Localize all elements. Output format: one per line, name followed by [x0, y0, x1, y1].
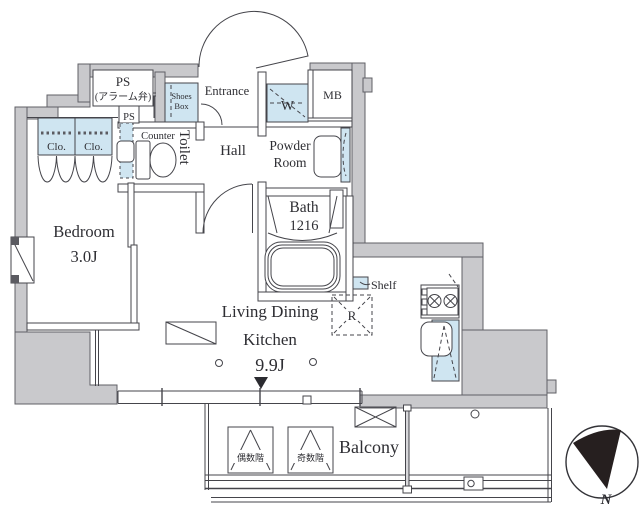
windows — [10, 236, 363, 406]
bath-label: Bath — [289, 199, 319, 216]
bath-counter-icon — [329, 189, 344, 229]
structural-walls — [14, 62, 557, 409]
window-marker-icon — [254, 377, 268, 389]
bedroom-label: Bedroom — [53, 222, 115, 241]
sink-icon — [420, 321, 453, 357]
fixtures — [116, 132, 460, 389]
refrigerator-space — [331, 294, 373, 336]
bath-door-arc — [267, 195, 338, 241]
ldk-label-2: Kitchen — [243, 330, 297, 349]
bath-size-label: 1216 — [290, 218, 319, 234]
bathtub-icon — [264, 241, 341, 293]
bedroom-size-label: 3.0J — [70, 247, 98, 266]
shoes-box-label-1: Shoes — [171, 91, 191, 101]
evacuation-hatch-odd — [287, 426, 334, 474]
structural-block-southwest — [14, 331, 118, 405]
hatch-odd-label: 奇数階 — [297, 452, 324, 463]
shelf-label: Shelf — [371, 278, 396, 292]
balcony — [204, 404, 552, 503]
closet-folding-doors-arc — [37, 155, 113, 183]
meter-box — [312, 69, 353, 119]
ldk-label-1: Living Dining — [222, 302, 319, 321]
closet-right-label: Clo. — [84, 141, 103, 153]
labels: PS (アラーム弁) PS Shoes Box Entrance MB W Co… — [47, 74, 612, 508]
ps-alarm-label-1: PS — [116, 74, 130, 89]
ps-small-label: PS — [123, 112, 135, 123]
ldk-size-label: 9.9J — [255, 355, 285, 375]
compass-north-label: N — [600, 492, 613, 508]
toilet-inlet-icon — [116, 140, 135, 163]
shelf-leader — [359, 281, 371, 286]
toilet-bowl-icon — [149, 142, 177, 178]
evacuation-hatch-even — [227, 426, 274, 474]
entrance-label: Entrance — [205, 84, 250, 98]
basin-door-dash — [342, 132, 347, 177]
balcony-partition — [405, 406, 410, 492]
compass-icon — [565, 425, 639, 499]
toilet-door-arc — [200, 103, 223, 126]
powder-room-label-2: Room — [273, 155, 307, 170]
south-window-band — [117, 388, 363, 406]
refrigerator-label: R — [348, 308, 357, 323]
bedroom-west-window — [10, 236, 35, 284]
closet-left-label: Clo. — [47, 141, 66, 153]
ps-alarm-label-2: (アラーム弁) — [95, 90, 151, 103]
washbasin-icon — [313, 135, 342, 178]
shoes-box-label-2: Box — [174, 101, 189, 111]
counter-label: Counter — [141, 131, 175, 142]
ac-unit-space — [354, 406, 397, 428]
closet-left-box — [37, 117, 76, 156]
interior-walls — [26, 69, 354, 386]
toilet-tank-icon — [135, 140, 151, 180]
balcony-label: Balcony — [339, 437, 399, 457]
balcony-drain-icon — [470, 409, 480, 419]
entrance-door-arc — [198, 10, 309, 69]
meter-box-label: MB — [323, 88, 342, 102]
hall-door-arc — [202, 183, 253, 234]
downlight-icon — [309, 358, 317, 366]
toilet-label: Toilet — [176, 130, 192, 166]
closet-right-box — [74, 117, 113, 156]
downlight-icon — [215, 359, 223, 367]
washer-label: W — [281, 99, 295, 114]
doors — [37, 10, 338, 241]
hatch-even-label: 偶数階 — [237, 452, 264, 463]
hall-label: Hall — [220, 143, 246, 159]
ps-alarm-box — [92, 69, 154, 107]
powder-room-label-1: Powder — [269, 138, 311, 153]
balcony-drain-box — [463, 476, 484, 491]
